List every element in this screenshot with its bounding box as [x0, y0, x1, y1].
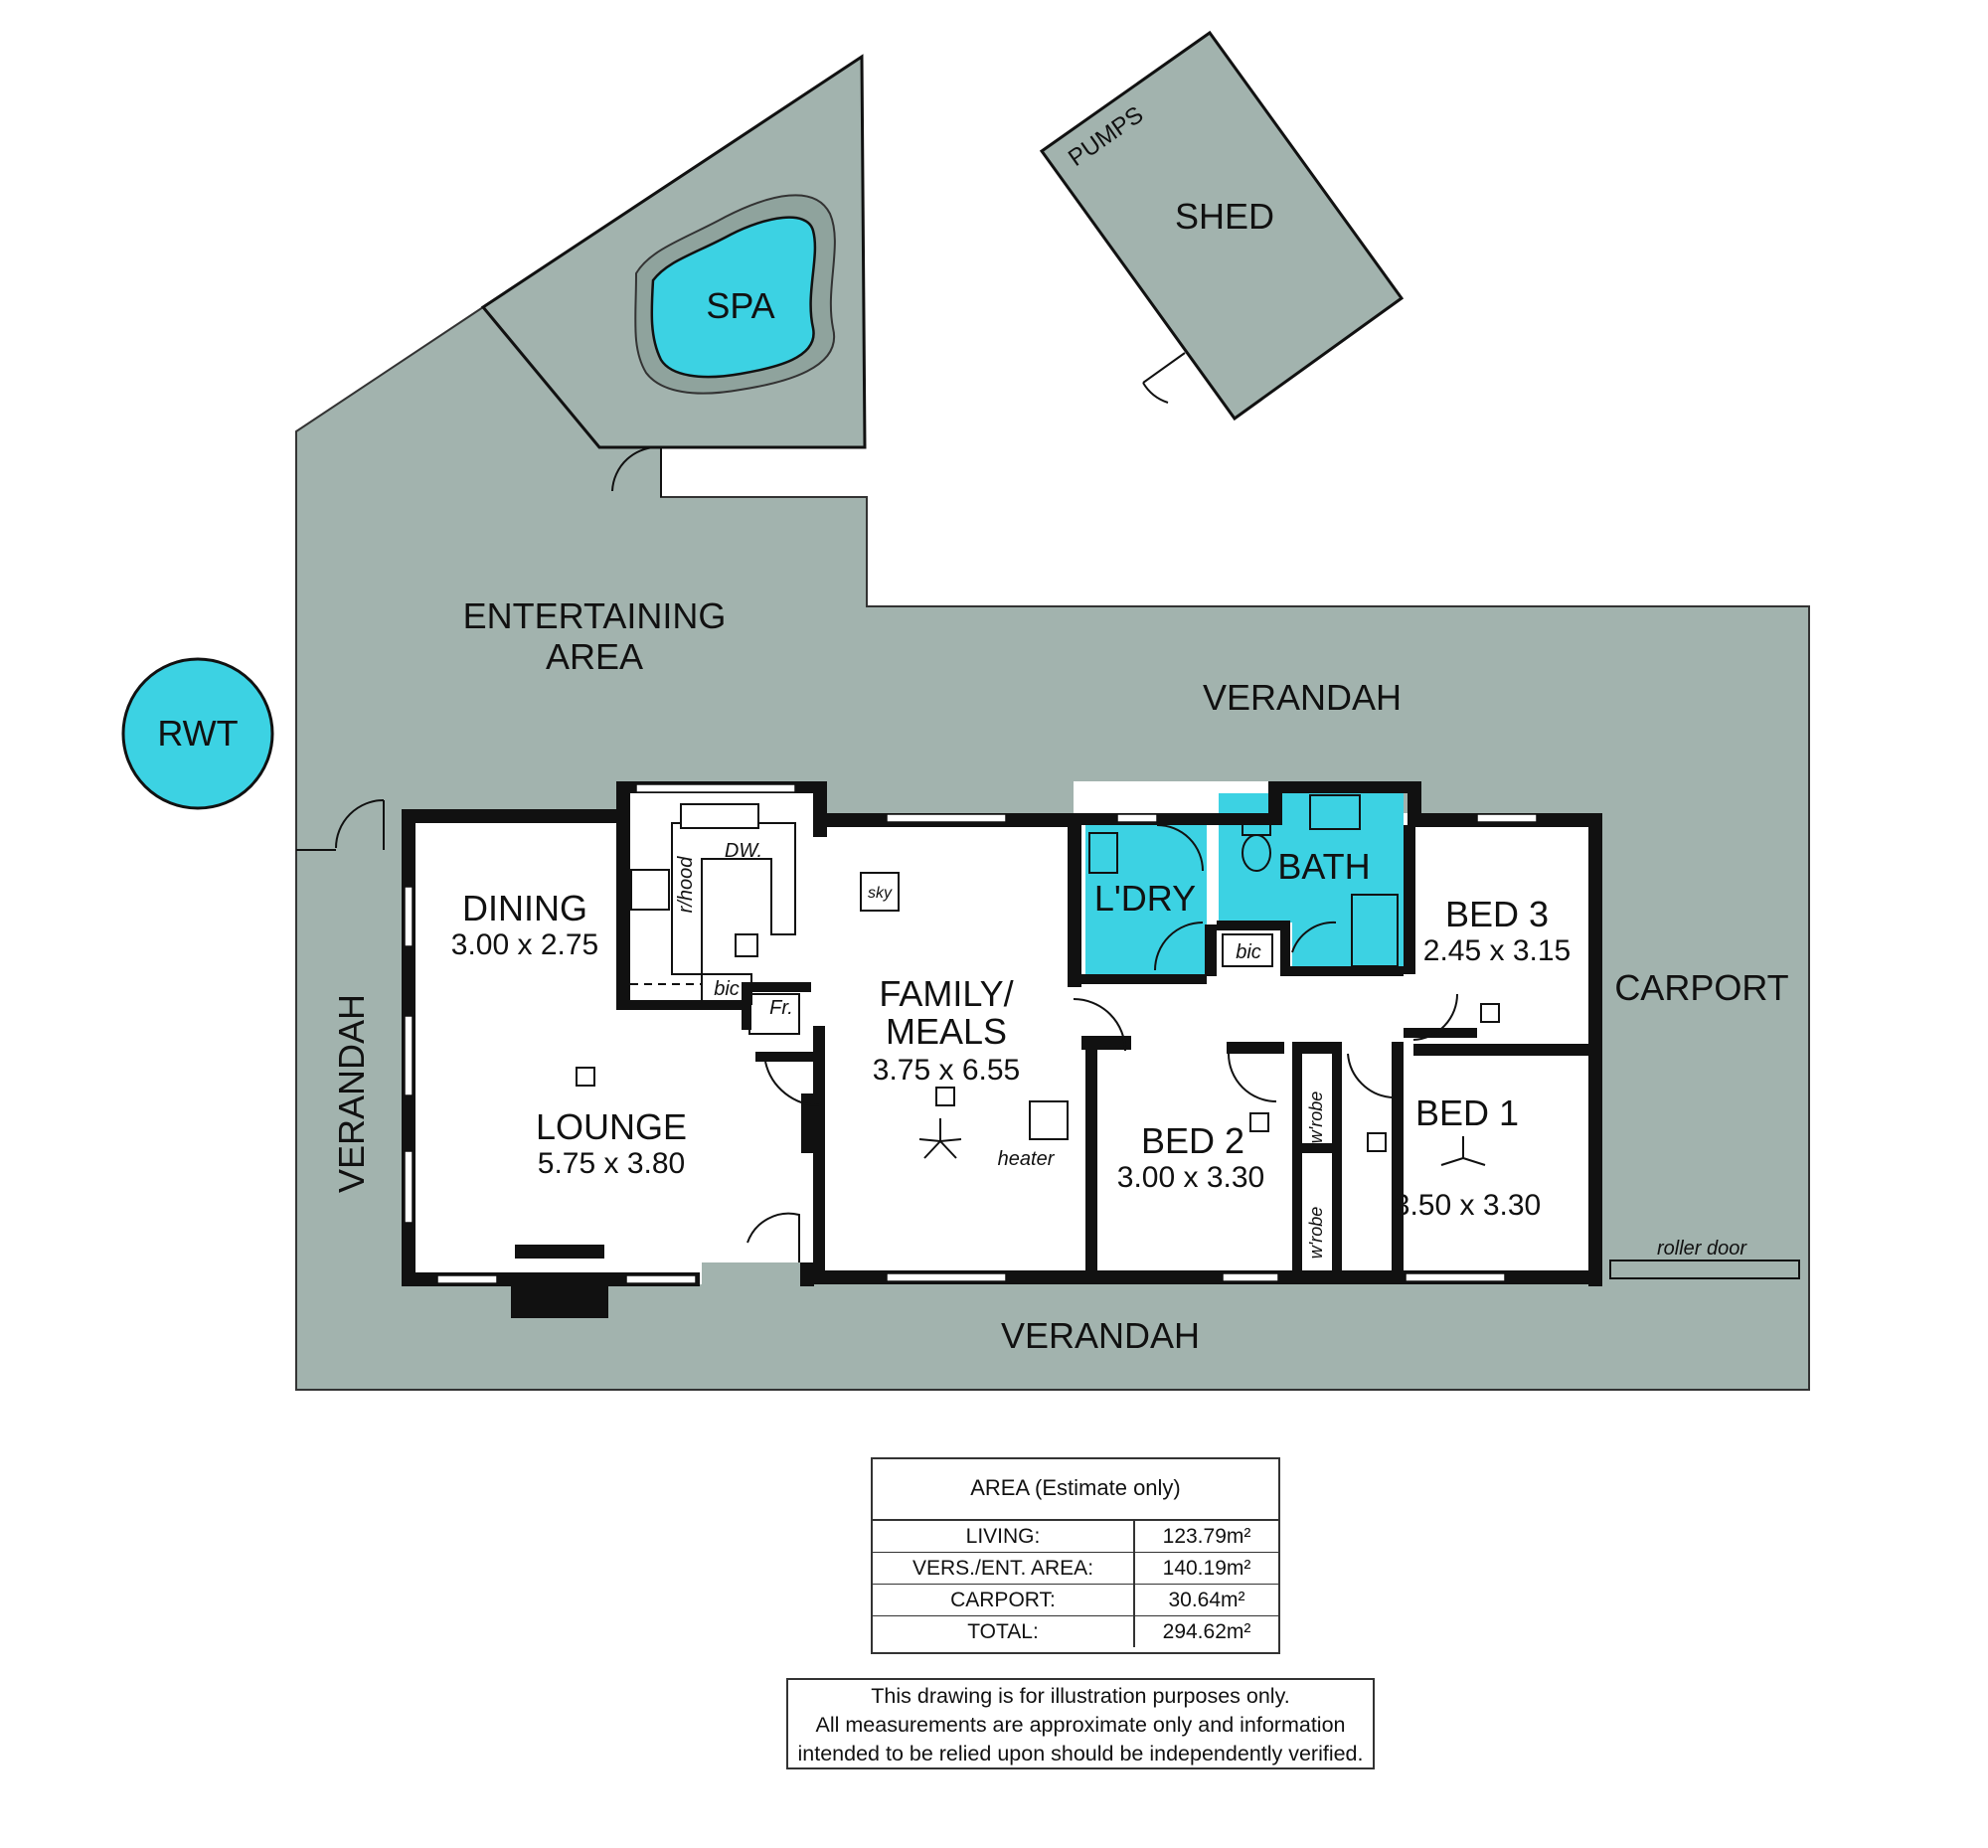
- roller-door: [1609, 1260, 1800, 1279]
- sanitary-fixtures: [576, 794, 1500, 1152]
- area-value: 123.79m²: [1162, 1525, 1251, 1548]
- bic-kitchen-label: bic: [714, 978, 740, 1000]
- verandah-left-label: VERANDAH: [331, 994, 372, 1193]
- area-row-carport: CARPORT: 30.64m²: [873, 1585, 1278, 1616]
- bed1-size: 3.50 x 3.30: [1394, 1189, 1541, 1222]
- ceiling-fans: [918, 1118, 1486, 1166]
- area-table: AREA (Estimate only) LIVING: 123.79m² VE…: [871, 1457, 1280, 1654]
- bath-name: BATH: [1277, 846, 1370, 887]
- spa-water: [650, 216, 817, 379]
- entertaining-door: [296, 799, 385, 851]
- heater-label: heater: [998, 1148, 1056, 1170]
- shed-door: [1142, 352, 1186, 404]
- verandah-top-label: VERANDAH: [1203, 677, 1402, 718]
- spa-label: SPA: [706, 285, 774, 326]
- disclaimer-line: All measurements are approximate only an…: [815, 1713, 1346, 1737]
- area-label: VERS./ENT. AREA:: [873, 1553, 1135, 1584]
- roller-door-label: roller door: [1657, 1238, 1747, 1260]
- kitchen-bench: [630, 803, 800, 1035]
- entertaining-label-2: AREA: [546, 636, 643, 677]
- rhood-label: r/hood: [675, 856, 697, 914]
- bed2-size: 3.00 x 3.30: [1117, 1161, 1264, 1194]
- sky-label: sky: [868, 885, 893, 902]
- family-name-1: FAMILY/: [879, 973, 1013, 1014]
- area-value: 294.62m²: [1162, 1620, 1251, 1643]
- walls: [402, 781, 1602, 1318]
- wrobe-lower-label: w'robe: [1306, 1207, 1326, 1259]
- windows: [404, 783, 1538, 1284]
- lounge-size: 5.75 x 3.80: [538, 1147, 685, 1180]
- fridge-label: Fr.: [769, 997, 793, 1019]
- dining-name: DINING: [462, 888, 587, 928]
- area-value: 30.64m²: [1168, 1589, 1245, 1611]
- spa-gate: [611, 445, 662, 497]
- entertaining-label-1: ENTERTAINING: [463, 595, 727, 636]
- area-label: LIVING:: [873, 1521, 1135, 1552]
- disclaimer-line: intended to be relied upon should be ind…: [797, 1742, 1364, 1765]
- shed: [1039, 30, 1405, 421]
- family-name-2: MEALS: [886, 1011, 1007, 1052]
- laundry-floor: [1085, 825, 1207, 974]
- bed3-size: 2.45 x 3.15: [1423, 934, 1571, 967]
- rwt-label: RWT: [157, 713, 238, 754]
- disclaimer-line: This drawing is for illustration purpose…: [871, 1684, 1290, 1708]
- dining-size: 3.00 x 2.75: [451, 928, 598, 961]
- area-row-total: TOTAL: 294.62m²: [873, 1616, 1278, 1647]
- dw-label: DW.: [725, 840, 762, 862]
- wrobe-upper-label: w'robe: [1306, 1092, 1326, 1143]
- verandah-bottom-label: VERANDAH: [1001, 1315, 1200, 1356]
- disclaimer: This drawing is for illustration purpose…: [786, 1678, 1375, 1769]
- area-value: 140.19m²: [1162, 1557, 1251, 1580]
- rain-water-tank: [121, 657, 274, 810]
- carport-label: CARPORT: [1614, 967, 1788, 1008]
- area-table-title: AREA (Estimate only): [873, 1459, 1278, 1521]
- lounge-name: LOUNGE: [536, 1106, 687, 1147]
- bic-hall-label: bic: [1236, 941, 1261, 963]
- area-row-verandah: VERS./ENT. AREA: 140.19m²: [873, 1553, 1278, 1585]
- bed3-name: BED 3: [1445, 894, 1549, 934]
- bed1-name: BED 1: [1415, 1092, 1519, 1133]
- laundry-name: L'DRY: [1094, 878, 1196, 919]
- area-row-living: LIVING: 123.79m²: [873, 1521, 1278, 1553]
- bed2-name: BED 2: [1141, 1120, 1244, 1161]
- door-swings: [746, 824, 1459, 1262]
- shed-label: SHED: [1175, 196, 1274, 237]
- family-size: 3.75 x 6.55: [873, 1054, 1020, 1087]
- area-label: TOTAL:: [873, 1616, 1135, 1647]
- area-label: CARPORT:: [873, 1585, 1135, 1615]
